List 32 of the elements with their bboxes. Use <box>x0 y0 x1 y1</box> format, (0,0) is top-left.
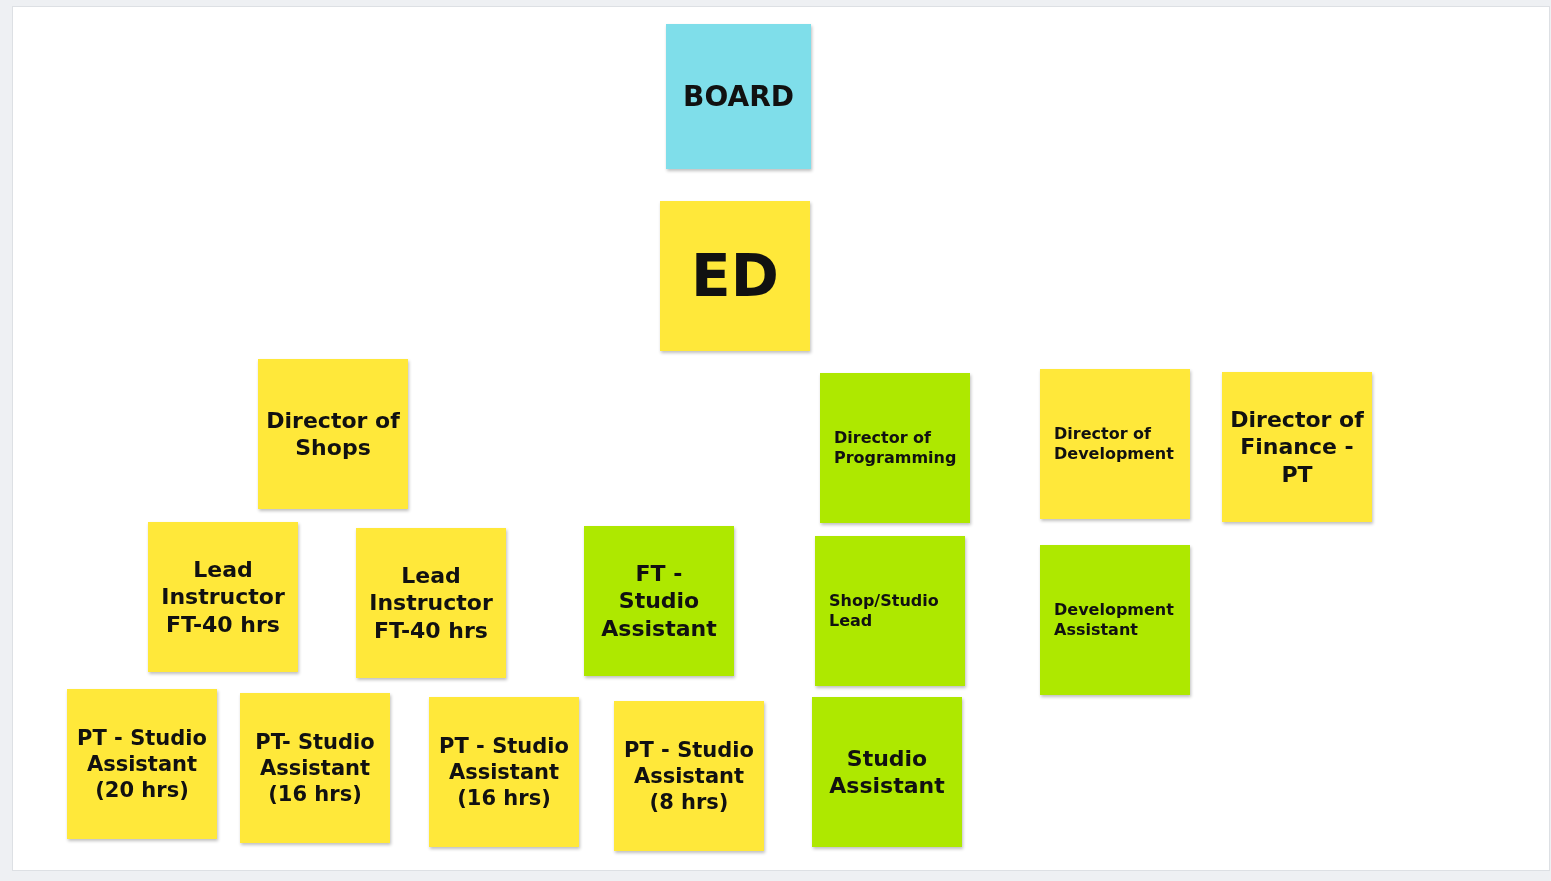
note-text: BOARD <box>682 79 795 114</box>
sticky-note <box>614 701 764 851</box>
note-text: PT- Studio Assistant (16 hrs) <box>254 728 376 808</box>
sticky-note <box>660 201 810 351</box>
note-text: PT - Studio Assistant (20 hrs) <box>76 724 208 804</box>
note-text: Lead Instructor FT-40 hrs <box>368 561 494 645</box>
note-text: Director of Finance - PT <box>1230 405 1364 489</box>
sticky-note <box>67 689 217 839</box>
sticky-note <box>148 522 298 672</box>
note-text: Lead Instructor FT-40 hrs <box>160 555 286 639</box>
sticky-note <box>1040 369 1190 519</box>
sticky-note <box>429 697 579 847</box>
note-text: PT - Studio Assistant (16 hrs) <box>438 732 570 812</box>
sticky-note <box>1040 545 1190 695</box>
sticky-note <box>240 693 390 843</box>
sticky-note <box>812 697 962 847</box>
note-text: Director of Shops <box>266 406 400 462</box>
note-text: Studio Assistant <box>828 744 946 800</box>
note-text: Shop/Studio Lead <box>829 591 940 631</box>
note-text: Director of Programming <box>834 428 958 468</box>
note-text: Development Assistant <box>1054 600 1175 640</box>
note-text: PT - Studio Assistant (8 hrs) <box>623 736 755 816</box>
sticky-note <box>1222 372 1372 522</box>
note-text: FT - Studio Assistant <box>600 559 718 643</box>
sticky-note <box>666 24 811 169</box>
sticky-note <box>356 528 506 678</box>
note-text: Director of Development <box>1054 424 1175 464</box>
sticky-note <box>815 536 965 686</box>
sticky-note <box>584 526 734 676</box>
sticky-note <box>258 359 408 509</box>
sticky-note <box>820 373 970 523</box>
note-text: ED <box>690 240 780 312</box>
